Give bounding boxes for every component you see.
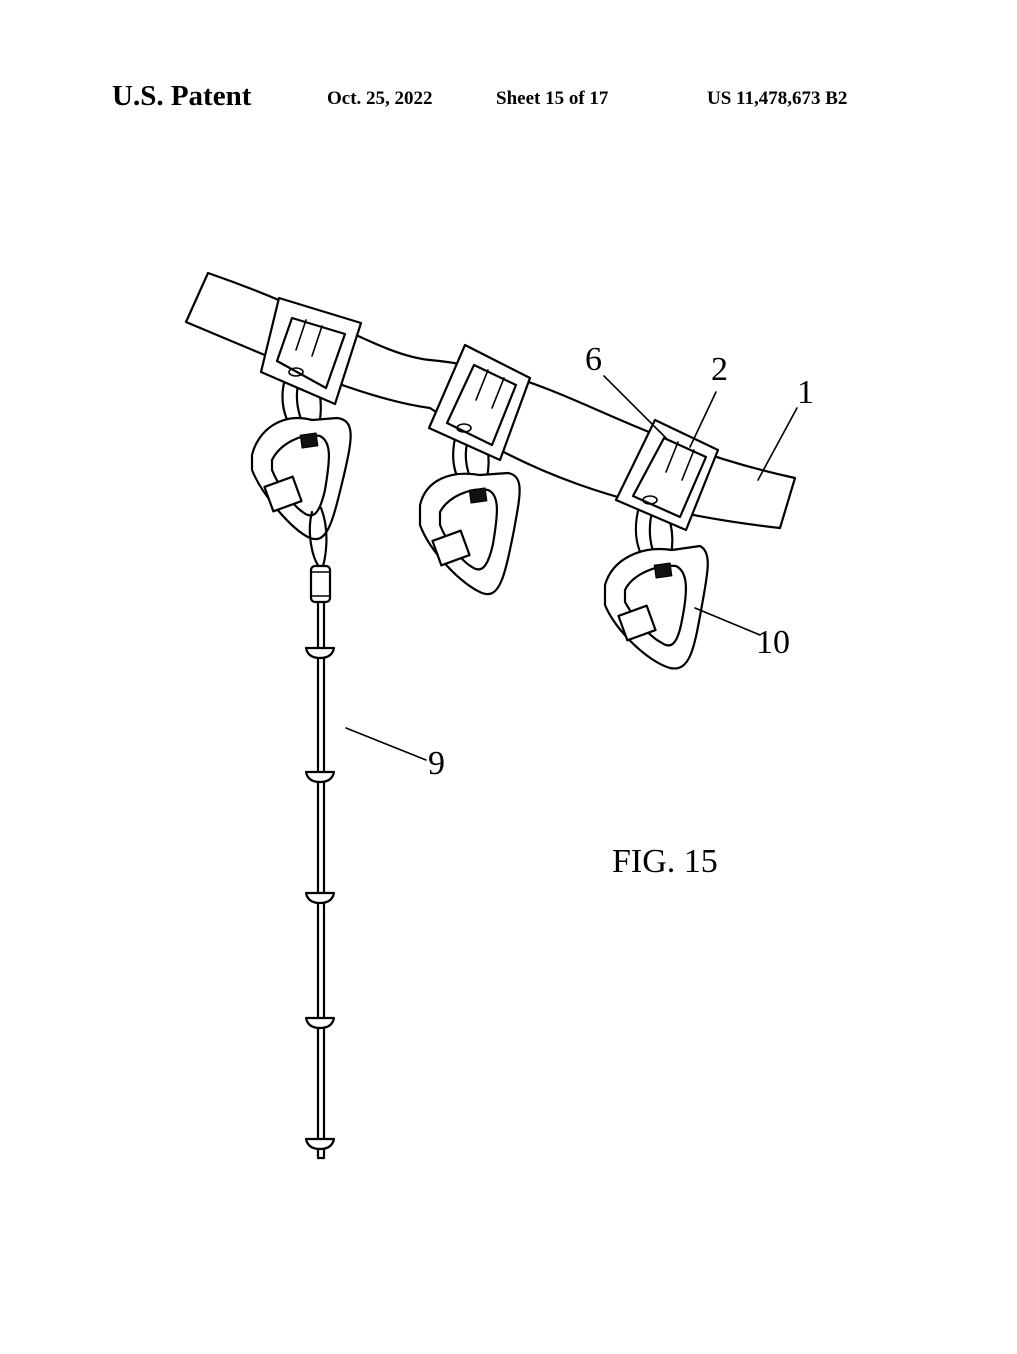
clip-assembly-middle [418, 343, 532, 596]
patent-date: Oct. 25, 2022 [327, 88, 433, 109]
leader-line-10 [694, 607, 761, 636]
ref-label-2: 2 [711, 351, 728, 388]
cord-assembly [304, 506, 336, 1160]
leader-line-2 [689, 391, 717, 448]
leader-line-9 [345, 727, 427, 761]
leader-line-6 [603, 375, 667, 439]
ref-label-6: 6 [585, 341, 602, 378]
patent-number: US 11,478,673 B2 [707, 88, 848, 109]
clip-assembly-left [250, 296, 363, 541]
leader-line-1 [757, 407, 798, 481]
patent-header-title: U.S. Patent [112, 80, 252, 112]
ref-label-9: 9 [428, 745, 445, 782]
figure-caption: FIG. 15 [612, 843, 718, 880]
clip-assembly-right [603, 418, 720, 670]
ref-label-10: 10 [756, 624, 790, 661]
sheet-number: Sheet 15 of 17 [496, 88, 609, 109]
ref-label-1: 1 [797, 374, 814, 411]
